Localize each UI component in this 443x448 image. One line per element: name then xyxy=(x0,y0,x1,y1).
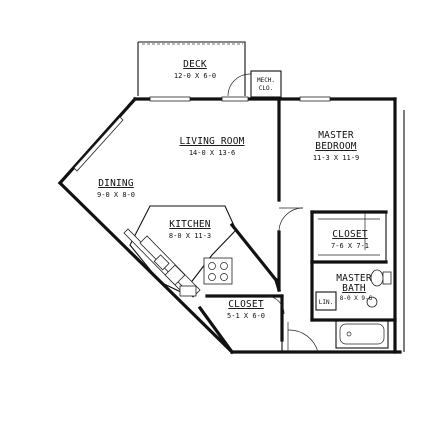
master-bath-label-line2: BATH xyxy=(342,283,366,294)
mech-label-line2: CLO. xyxy=(259,85,273,92)
master-bedroom-dimensions: 11-3 X 11-9 xyxy=(313,154,359,162)
dining-dimensions: 9-0 X 8-0 xyxy=(97,191,135,199)
toilet-icon xyxy=(370,269,392,287)
living-room-label: LIVING ROOM xyxy=(179,136,244,147)
master-bedroom-label-line2: BEDROOM xyxy=(315,141,357,152)
bedroom-closet-label: CLOSET xyxy=(332,229,368,240)
mech-closet-outline xyxy=(227,70,282,98)
exterior-walls xyxy=(57,96,405,355)
bedroom-closet-dimensions: 7-6 X 7-1 xyxy=(331,242,369,250)
kitchen-fixtures xyxy=(123,205,237,298)
windows xyxy=(73,96,331,172)
range-icon xyxy=(203,257,233,285)
bath-fixtures xyxy=(335,269,392,349)
hall-closet-dimensions: 5-1 X 6-0 xyxy=(227,312,265,320)
mech-label: MECH. xyxy=(257,77,275,84)
kitchen-label: KITCHEN xyxy=(169,219,211,230)
kitchen-dimensions: 8-0 X 11-3 xyxy=(169,232,211,240)
linen-label: LIN. xyxy=(319,299,333,306)
living-room-dimensions: 14-0 X 13-6 xyxy=(189,149,235,157)
master-bedroom-label: MASTER xyxy=(318,130,354,141)
dining-label: DINING xyxy=(98,178,134,189)
master-bath-dimensions: 8-0 X 9-6 xyxy=(340,295,373,302)
interior-walls xyxy=(197,97,397,355)
deck-label: DECK xyxy=(183,59,207,70)
deck-dimensions: 12-0 X 6-0 xyxy=(174,72,216,80)
deck-outline xyxy=(137,41,246,96)
hall-closet-label: CLOSET xyxy=(228,299,264,310)
master-bath-label: MASTER xyxy=(336,273,372,284)
entry-door xyxy=(281,322,319,353)
